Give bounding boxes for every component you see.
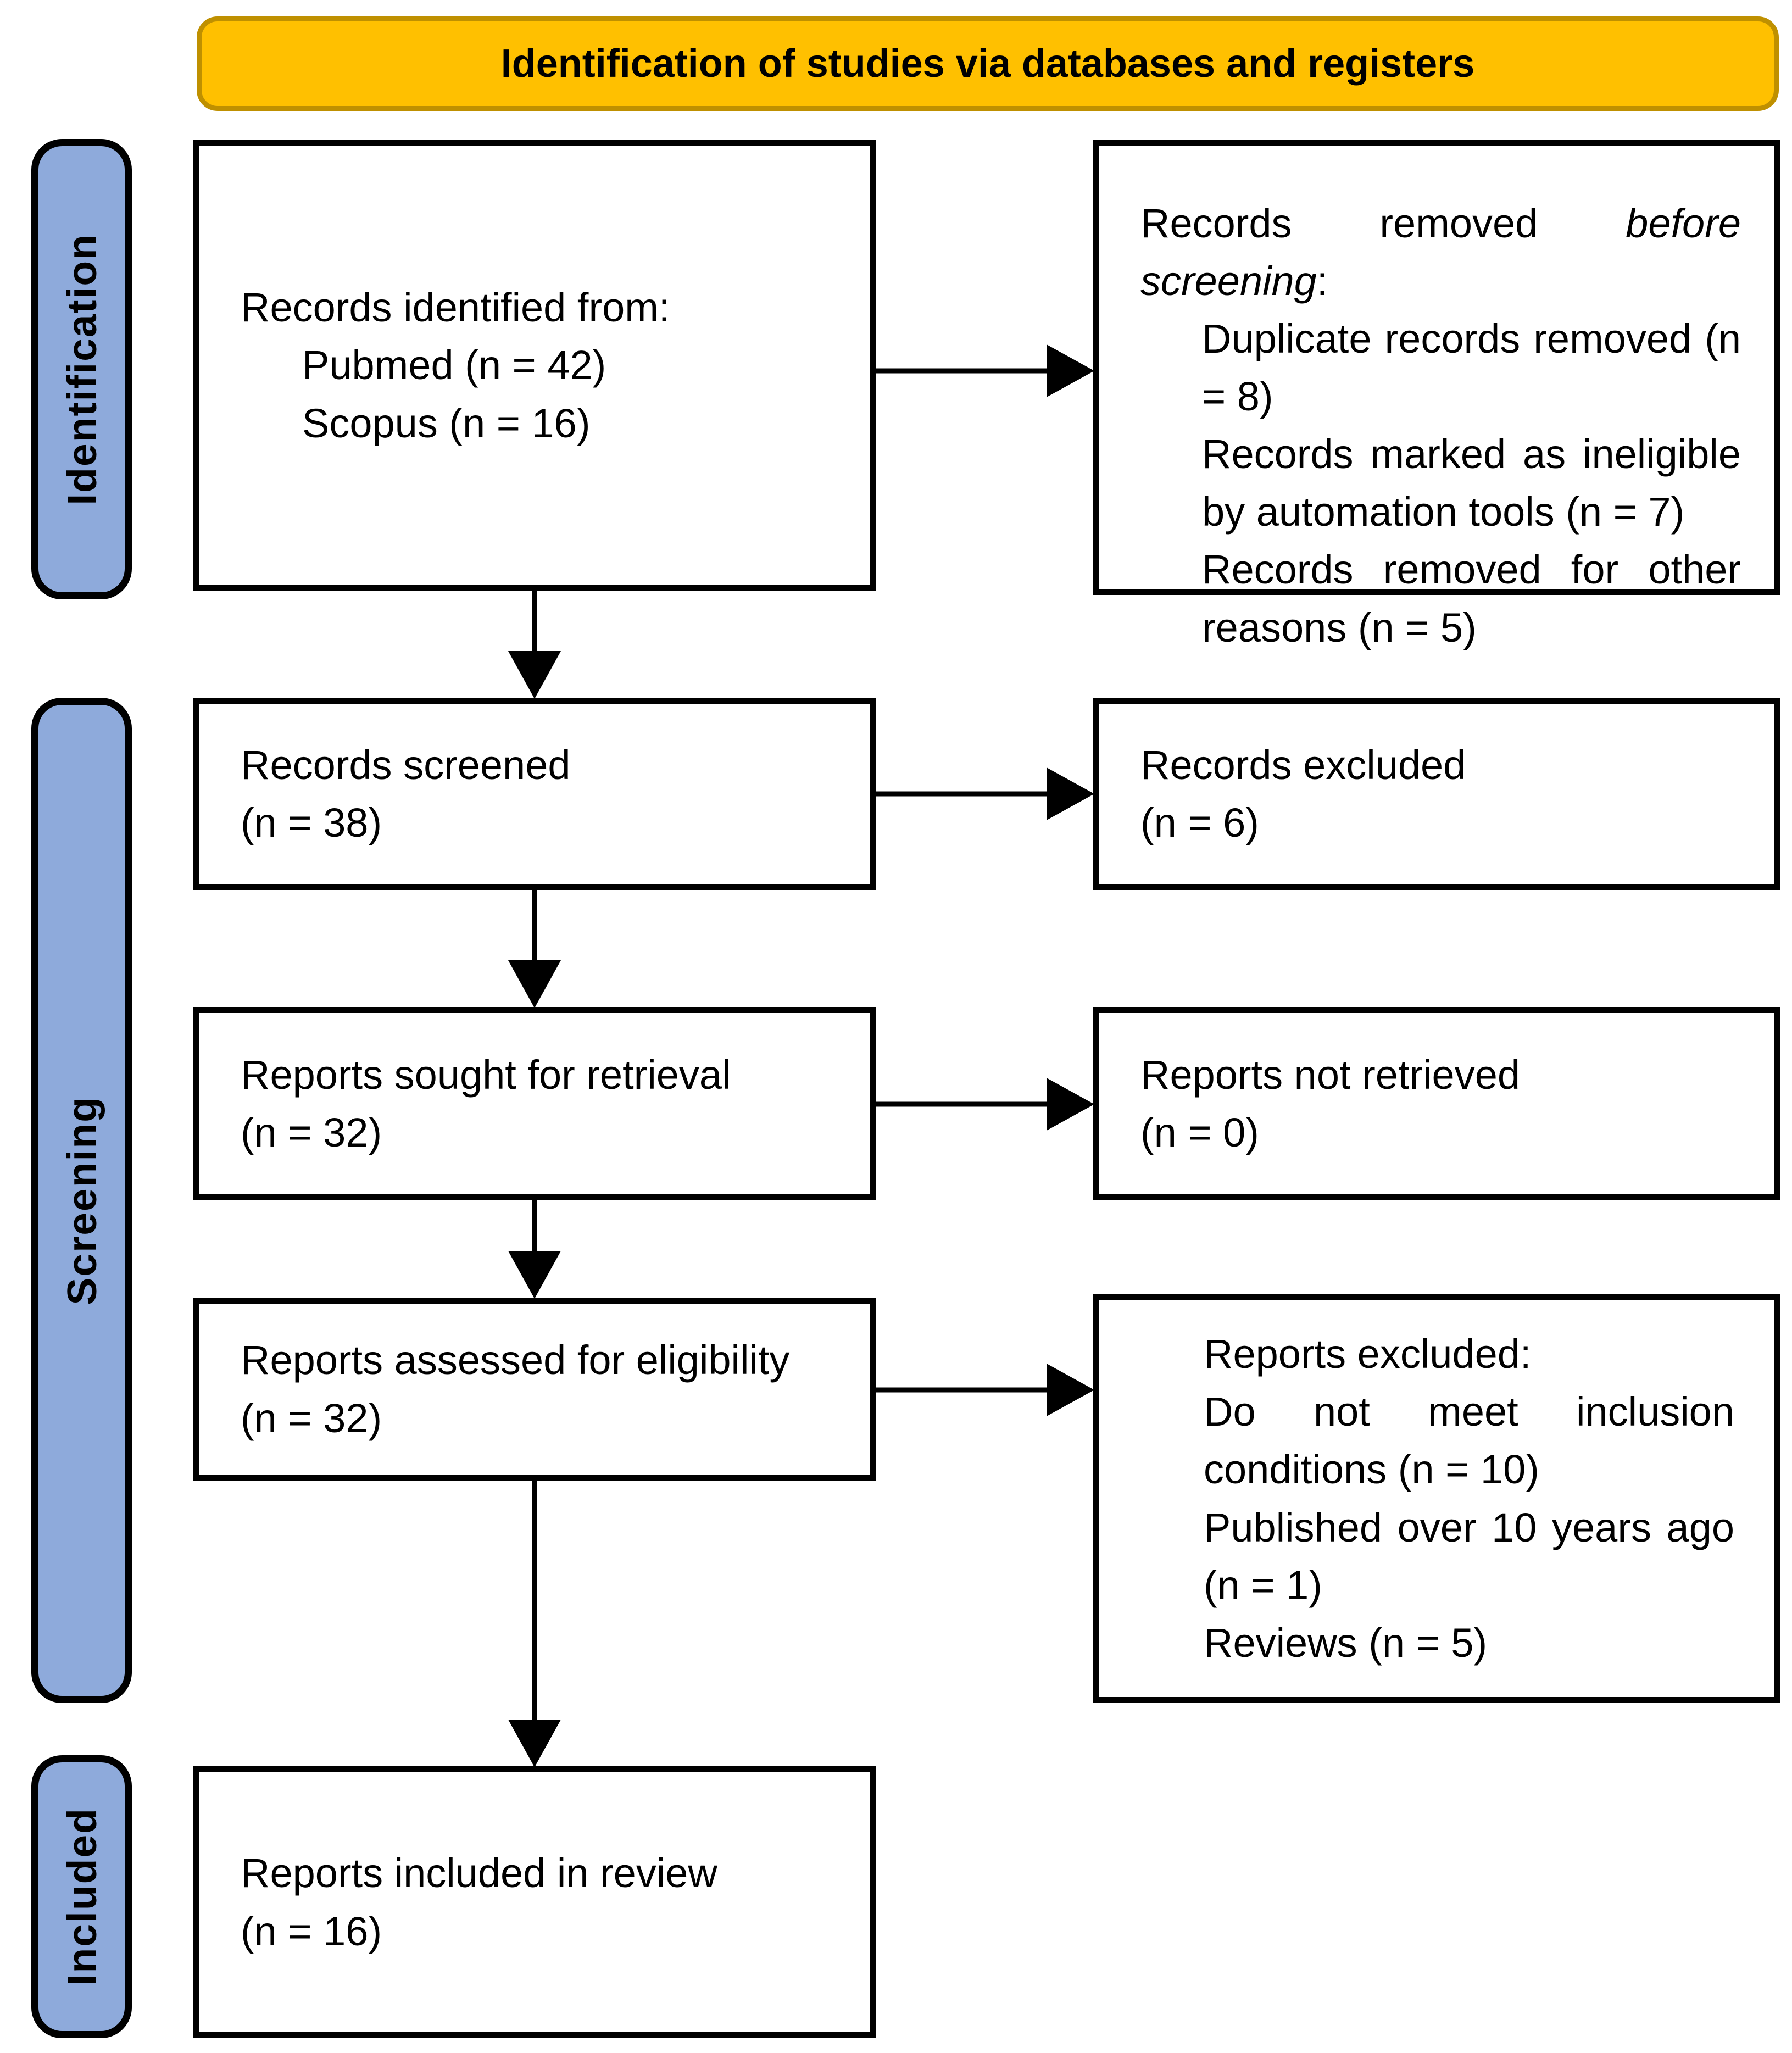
arrow-screened-to-sought [508, 887, 561, 1008]
records-screened-line: Records screened [241, 742, 571, 788]
arrow-sought-to-not-retrieved [876, 1078, 1094, 1131]
arrow-assessed-to-included [508, 1478, 561, 1767]
records-removed-item: Records removed for other reasons (n = 5… [1202, 547, 1741, 650]
records-removed-title-prefix: Records removed [1140, 201, 1626, 246]
reports-excluded-box: Reports excluded: Do not meet inclusion … [1093, 1294, 1780, 1703]
arrow-identified-to-screened [508, 588, 561, 699]
stage-screening: Screening [31, 698, 132, 1703]
records-removed-item: Records marked as ineligible by automati… [1202, 431, 1741, 535]
records-screened-box: Records screened (n = 38) [193, 698, 876, 890]
reports-assessed-line: (n = 32) [241, 1395, 382, 1441]
arrow-screened-to-records-excluded [876, 767, 1094, 820]
records-removed-box: Records removed before screening: Duplic… [1093, 140, 1780, 650]
records-removed-title-suffix: : [1316, 258, 1328, 304]
records-identified-item: Pubmed (n = 42) [302, 342, 606, 388]
records-excluded-box: Records excluded (n = 6) [1093, 698, 1780, 890]
diagram-title-banner: Identification of studies via databases … [197, 16, 1779, 111]
reports-sought-box: Reports sought for retrieval (n = 32) [193, 1007, 876, 1200]
records-removed-title: Records removed before screening: [1140, 194, 1741, 310]
arrow-assessed-to-reports-excluded [876, 1364, 1094, 1416]
records-removed-item: Duplicate records removed (n = 8) [1202, 316, 1741, 420]
records-identified-item: Scopus (n = 16) [302, 400, 591, 446]
arrow-sought-to-assessed [508, 1198, 561, 1299]
reports-not-retrieved-line: (n = 0) [1140, 1110, 1259, 1155]
arrow-identified-to-removed [876, 344, 1094, 397]
reports-excluded-item: Published over 10 years ago (n = 1) [1204, 1504, 1734, 1608]
stage-included-label: Included [58, 1807, 105, 1986]
records-identified-box: Records identified from: Pubmed (n = 42)… [193, 140, 876, 591]
records-excluded-line: Records excluded [1140, 742, 1466, 788]
stage-included: Included [31, 1755, 132, 2038]
reports-not-retrieved-line: Reports not retrieved [1140, 1051, 1521, 1098]
reports-excluded-item: Reviews (n = 5) [1204, 1620, 1488, 1666]
records-removed-title-italic: before screening [1140, 201, 1741, 304]
diagram-title: Identification of studies via databases … [500, 42, 1475, 86]
stage-identification: Identification [31, 139, 132, 599]
records-identified-title: Records identified from: [241, 285, 670, 331]
reports-included-line: Reports included in review [241, 1850, 717, 1896]
reports-included-box: Reports included in review (n = 16) [193, 1766, 876, 2038]
reports-assessed-box: Reports assessed for eligibility (n = 32… [193, 1298, 876, 1481]
reports-sought-line: (n = 32) [241, 1110, 382, 1155]
reports-assessed-line: Reports assessed for eligibility [241, 1337, 790, 1383]
reports-excluded-title: Reports excluded: [1204, 1331, 1532, 1377]
records-screened-line: (n = 38) [241, 800, 382, 845]
reports-excluded-item: Do not meet inclusion conditions (n = 10… [1204, 1389, 1734, 1493]
reports-not-retrieved-box: Reports not retrieved (n = 0) [1093, 1007, 1780, 1200]
reports-sought-line: Reports sought for retrieval [241, 1051, 731, 1098]
reports-included-line: (n = 16) [241, 1908, 382, 1954]
stage-identification-label: Identification [58, 233, 105, 505]
records-excluded-line: (n = 6) [1140, 800, 1259, 845]
stage-screening-label: Screening [58, 1095, 105, 1305]
